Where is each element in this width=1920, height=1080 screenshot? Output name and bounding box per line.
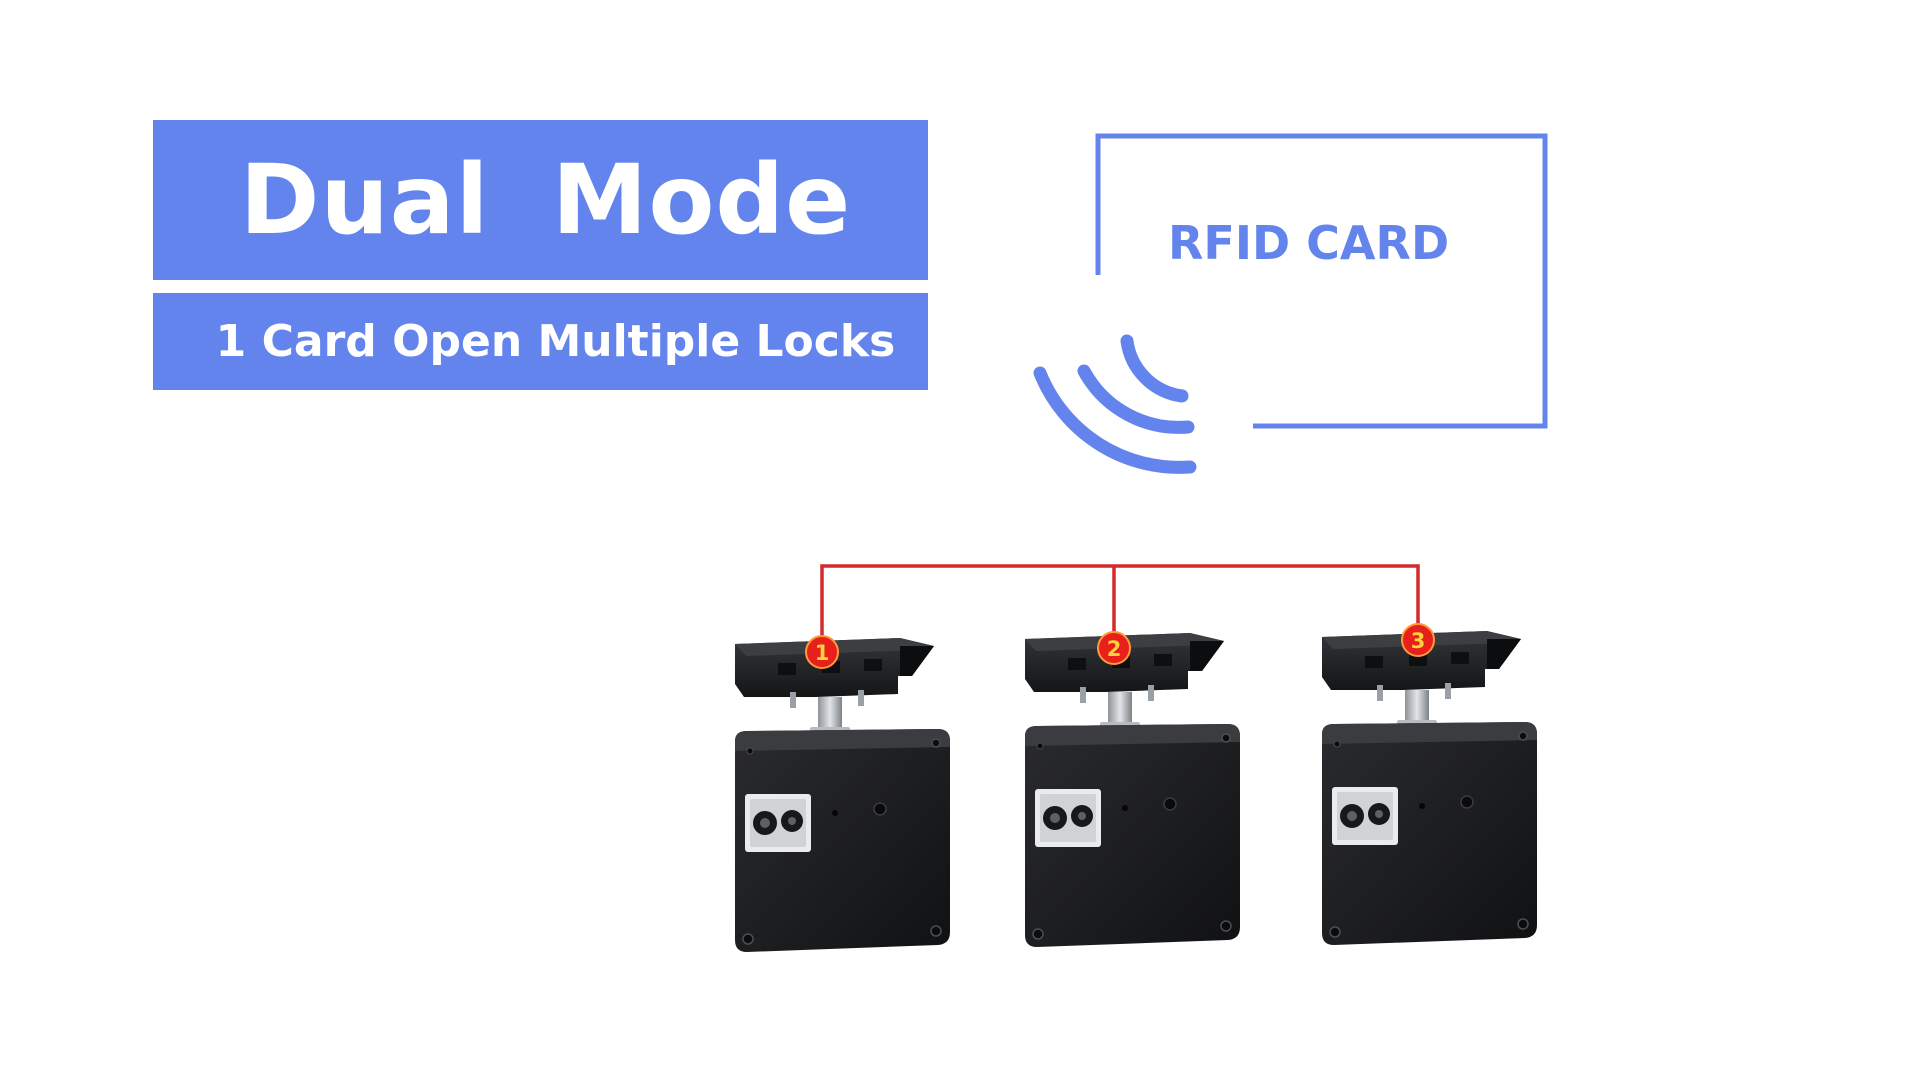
badge-2: 2: [1097, 631, 1131, 665]
badge-1: 1: [805, 635, 839, 669]
badge-number: 3: [1411, 629, 1426, 653]
rfid-card-label: RFID CARD: [1168, 216, 1450, 270]
rfid-wave-icon: [1033, 334, 1197, 474]
lock-1: [734, 637, 951, 953]
badge-number: 2: [1107, 637, 1122, 661]
cabinet-lock-icon: [1024, 632, 1241, 948]
badge-3: 3: [1401, 623, 1435, 657]
subtitle-banner: 1 Card Open Multiple Locks: [153, 293, 928, 390]
page-title: Dual Mode: [239, 144, 852, 256]
rfid-card-outline: [1095, 133, 1548, 429]
lock-2: [1024, 632, 1241, 948]
badge-number: 1: [815, 641, 830, 665]
cabinet-lock-icon: [734, 637, 951, 953]
title-banner: Dual Mode: [153, 120, 928, 280]
lock-3: [1321, 630, 1538, 946]
page-subtitle: 1 Card Open Multiple Locks: [215, 316, 896, 367]
cabinet-lock-icon: [1321, 630, 1538, 946]
connection-wires: [820, 564, 1420, 652]
